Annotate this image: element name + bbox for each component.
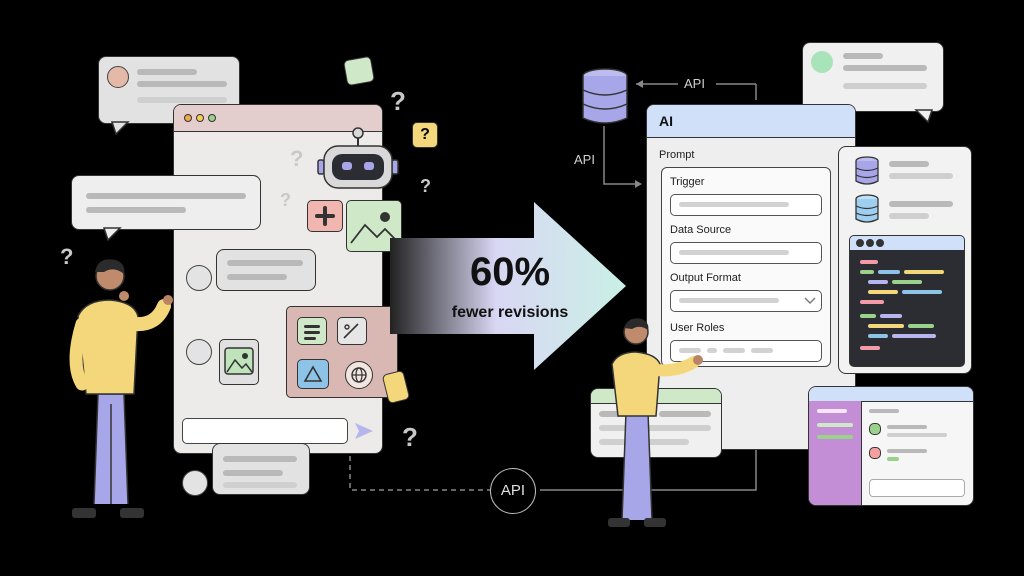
app-input[interactable] — [869, 479, 965, 497]
chevron-down-icon — [804, 297, 816, 304]
field-label-output-format: Output Format — [670, 272, 741, 284]
triangle-app-icon — [297, 359, 329, 389]
field-label-data-source: Data Source — [670, 224, 732, 236]
database-icon — [582, 68, 628, 124]
image-icon — [219, 339, 259, 385]
person-pointing — [608, 318, 703, 527]
ai-panel-title: AI — [659, 113, 673, 129]
question-mark-icon: ? — [402, 422, 418, 452]
database-icon — [855, 156, 879, 185]
stat-value: 60% — [469, 250, 551, 294]
attachments-panel — [286, 306, 398, 398]
chat-message-bottom — [212, 443, 310, 495]
document-icon — [297, 317, 327, 345]
api-label-top: API — [684, 76, 705, 91]
edit-icon — [337, 317, 367, 345]
question-mark-icon: ? — [60, 244, 74, 269]
app-window — [808, 386, 974, 506]
chat-bubble-left — [71, 175, 261, 230]
progress-arrow — [390, 202, 626, 370]
chat-bubble-top — [98, 56, 240, 124]
message-input[interactable] — [182, 418, 348, 444]
data-sources-panel — [838, 146, 972, 374]
question-mark-icon: ? — [420, 176, 431, 196]
question-mark-icon: ? — [412, 122, 438, 148]
trigger-input[interactable] — [670, 194, 822, 216]
data-source-input[interactable] — [670, 242, 822, 264]
field-label-user-roles: User Roles — [670, 322, 725, 334]
window-titlebar — [174, 105, 382, 132]
prompt-label: Prompt — [659, 149, 695, 161]
send-icon[interactable] — [355, 423, 375, 439]
person-thinking — [69, 259, 173, 518]
slack-icon — [307, 200, 343, 232]
api-label-bottom: API — [500, 482, 526, 499]
avatar — [186, 265, 212, 291]
question-mark-icon: ? — [290, 146, 304, 171]
api-badge — [490, 468, 536, 514]
stat-caption: fewer revisions — [451, 304, 569, 321]
chat-bubble-top-right — [802, 42, 944, 112]
avatar — [107, 66, 129, 88]
code-editor — [849, 235, 965, 367]
question-mark-icon: ? — [280, 190, 291, 210]
robot-icon — [317, 127, 399, 189]
avatar — [811, 51, 833, 73]
avatar — [186, 339, 212, 365]
database-icon — [855, 194, 879, 223]
question-mark-icon: ? — [390, 86, 406, 116]
chat-message — [216, 249, 316, 291]
app-sidebar — [809, 401, 862, 505]
user-roles-input[interactable] — [670, 340, 822, 362]
api-label-left: API — [574, 152, 595, 167]
avatar — [182, 470, 208, 496]
globe-icon — [345, 361, 373, 389]
output-format-select[interactable] — [670, 290, 822, 312]
field-label-trigger: Trigger — [670, 176, 705, 188]
ai-panel-header: AI — [647, 105, 855, 138]
prompt-form: Trigger Data Source Output Format User R… — [661, 167, 831, 367]
